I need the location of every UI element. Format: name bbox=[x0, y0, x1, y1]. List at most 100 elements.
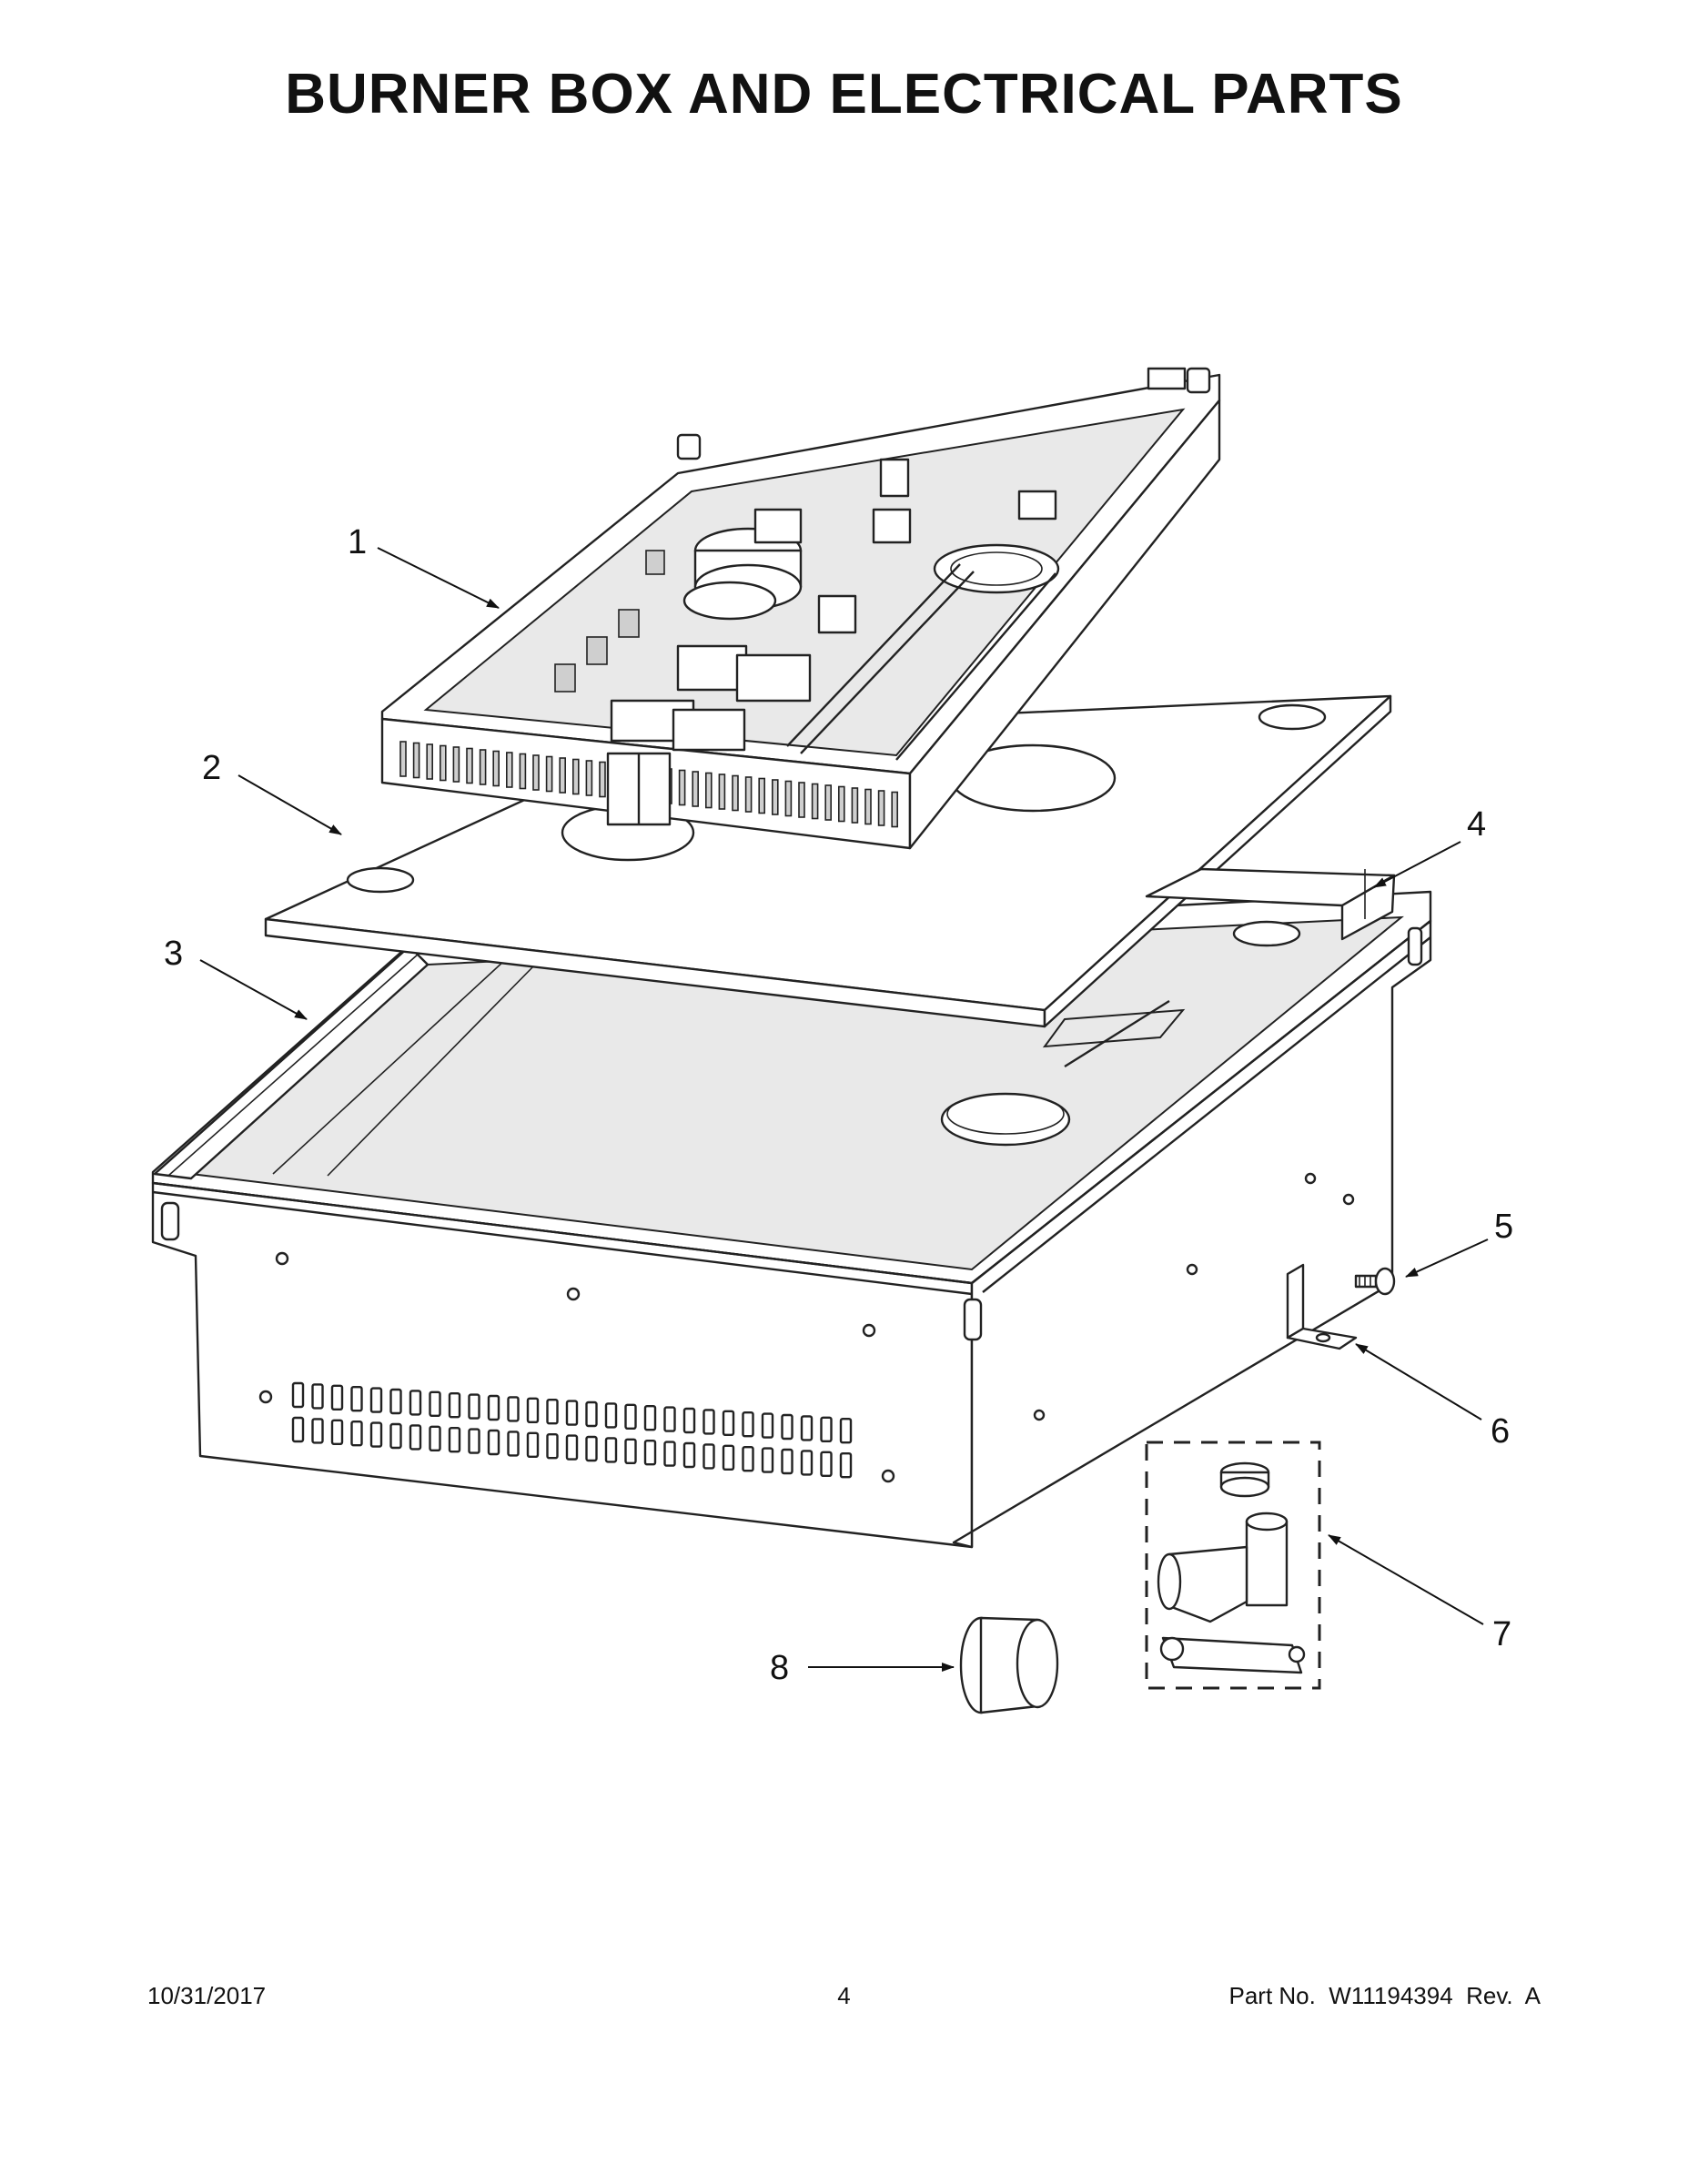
vent-slot bbox=[409, 1390, 422, 1416]
vent-slot bbox=[565, 1434, 579, 1461]
board-vent-slot bbox=[505, 752, 513, 788]
vent-slot bbox=[311, 1418, 324, 1444]
board-vent-slot bbox=[532, 754, 540, 791]
vent-slot bbox=[722, 1410, 735, 1437]
board-vent-slot bbox=[744, 776, 753, 813]
vent-slot bbox=[448, 1426, 461, 1453]
callout-3: 3 bbox=[164, 935, 308, 1020]
insulation-board bbox=[264, 694, 1392, 1028]
vent-slots bbox=[291, 1381, 853, 1479]
vent-slot bbox=[291, 1381, 305, 1409]
board-vent-slot bbox=[559, 757, 567, 794]
callout-label-4: 4 bbox=[1467, 805, 1486, 844]
vent-slot bbox=[389, 1388, 402, 1415]
board-vent-slot bbox=[678, 769, 686, 806]
leader-arrow bbox=[1328, 1534, 1484, 1625]
vent-slot bbox=[389, 1422, 402, 1450]
vent-slot bbox=[624, 1403, 637, 1431]
vent-slot bbox=[604, 1437, 618, 1463]
vent-slot bbox=[546, 1398, 559, 1425]
callout-label-6: 6 bbox=[1491, 1412, 1510, 1451]
board-vent-slot bbox=[426, 743, 434, 780]
leader-arrow bbox=[377, 547, 500, 609]
screw bbox=[1354, 1267, 1396, 1296]
vent-slot bbox=[350, 1420, 363, 1447]
vent-slot bbox=[820, 1416, 833, 1443]
vent-slot bbox=[507, 1396, 520, 1422]
vent-slot bbox=[800, 1415, 814, 1441]
board-vent-slot bbox=[851, 787, 859, 824]
callout-label-8: 8 bbox=[770, 1649, 789, 1687]
callout-label-1: 1 bbox=[348, 523, 367, 561]
vent-slot bbox=[429, 1425, 441, 1452]
vent-slot bbox=[369, 1387, 383, 1413]
board-vent-slot bbox=[492, 750, 500, 787]
vent-slot bbox=[702, 1443, 715, 1470]
board-vent-slot bbox=[811, 783, 819, 820]
vent-slot bbox=[311, 1383, 324, 1410]
vent-slot bbox=[820, 1451, 833, 1478]
callout-8: 8 bbox=[770, 1649, 955, 1687]
vent-slot bbox=[781, 1413, 793, 1441]
vent-slot bbox=[565, 1400, 579, 1426]
vent-slot bbox=[448, 1391, 461, 1419]
vent-slot bbox=[487, 1429, 500, 1456]
vent-slot bbox=[643, 1439, 657, 1466]
board-vent-slot bbox=[452, 746, 460, 783]
board-vent-slot bbox=[692, 771, 700, 807]
vent-slot bbox=[468, 1393, 480, 1420]
vent-slot bbox=[839, 1451, 853, 1479]
callout-5: 5 bbox=[1405, 1208, 1513, 1278]
page-title: BURNER BOX AND ELECTRICAL PARTS bbox=[285, 63, 1403, 126]
valve-assembly bbox=[1145, 1441, 1321, 1690]
vent-slot bbox=[526, 1431, 540, 1459]
vent-slot bbox=[682, 1441, 696, 1469]
vent-slot bbox=[761, 1447, 774, 1473]
board-vent-slot bbox=[732, 774, 739, 812]
vent-slot bbox=[350, 1385, 363, 1412]
board-vent-slot bbox=[864, 788, 872, 825]
vent-slot bbox=[742, 1445, 754, 1472]
board-vent-slot bbox=[412, 742, 420, 779]
board-vent-slot bbox=[479, 749, 487, 785]
board-vent-slot bbox=[837, 785, 845, 823]
board-vent-slot bbox=[758, 777, 766, 814]
vent-slot bbox=[369, 1421, 383, 1448]
board-vent-slot bbox=[545, 755, 553, 793]
vent-slot bbox=[604, 1402, 618, 1429]
board-vent-slot bbox=[571, 758, 580, 795]
vent-slot bbox=[429, 1390, 441, 1418]
bushing bbox=[959, 1616, 1059, 1714]
angle-bracket bbox=[1286, 1263, 1358, 1350]
vent-slot bbox=[742, 1410, 754, 1438]
board-vent-slot bbox=[718, 774, 726, 810]
board-vent-slot bbox=[798, 782, 805, 818]
vent-slot bbox=[682, 1407, 696, 1434]
vent-slot bbox=[800, 1450, 814, 1476]
footer-page-number: 4 bbox=[837, 1982, 851, 2009]
leader-arrow bbox=[1355, 1343, 1482, 1421]
vent-slot bbox=[468, 1428, 480, 1454]
callout-label-5: 5 bbox=[1494, 1208, 1513, 1246]
callout-1: 1 bbox=[348, 523, 500, 609]
footer-date: 10/31/2017 bbox=[147, 1982, 267, 2009]
vent-slot bbox=[291, 1416, 305, 1443]
vent-slot bbox=[761, 1412, 774, 1439]
vent-slot bbox=[643, 1404, 657, 1431]
callout-label-7: 7 bbox=[1492, 1615, 1511, 1653]
leader-arrow bbox=[1373, 841, 1461, 888]
vent-slot bbox=[546, 1432, 559, 1460]
vent-slot bbox=[330, 1419, 344, 1446]
vent-slot bbox=[663, 1441, 676, 1467]
board-vent-slot bbox=[599, 761, 606, 798]
callout-2: 2 bbox=[202, 749, 342, 835]
footer-part-number: Part No. W11194394 Rev. A bbox=[1228, 1982, 1541, 2009]
vent-slot bbox=[624, 1438, 637, 1465]
vent-slot bbox=[487, 1394, 500, 1421]
callout-6: 6 bbox=[1355, 1343, 1510, 1451]
control-board bbox=[380, 367, 1221, 850]
callout-7: 7 bbox=[1328, 1534, 1511, 1653]
vent-slot bbox=[507, 1431, 520, 1457]
